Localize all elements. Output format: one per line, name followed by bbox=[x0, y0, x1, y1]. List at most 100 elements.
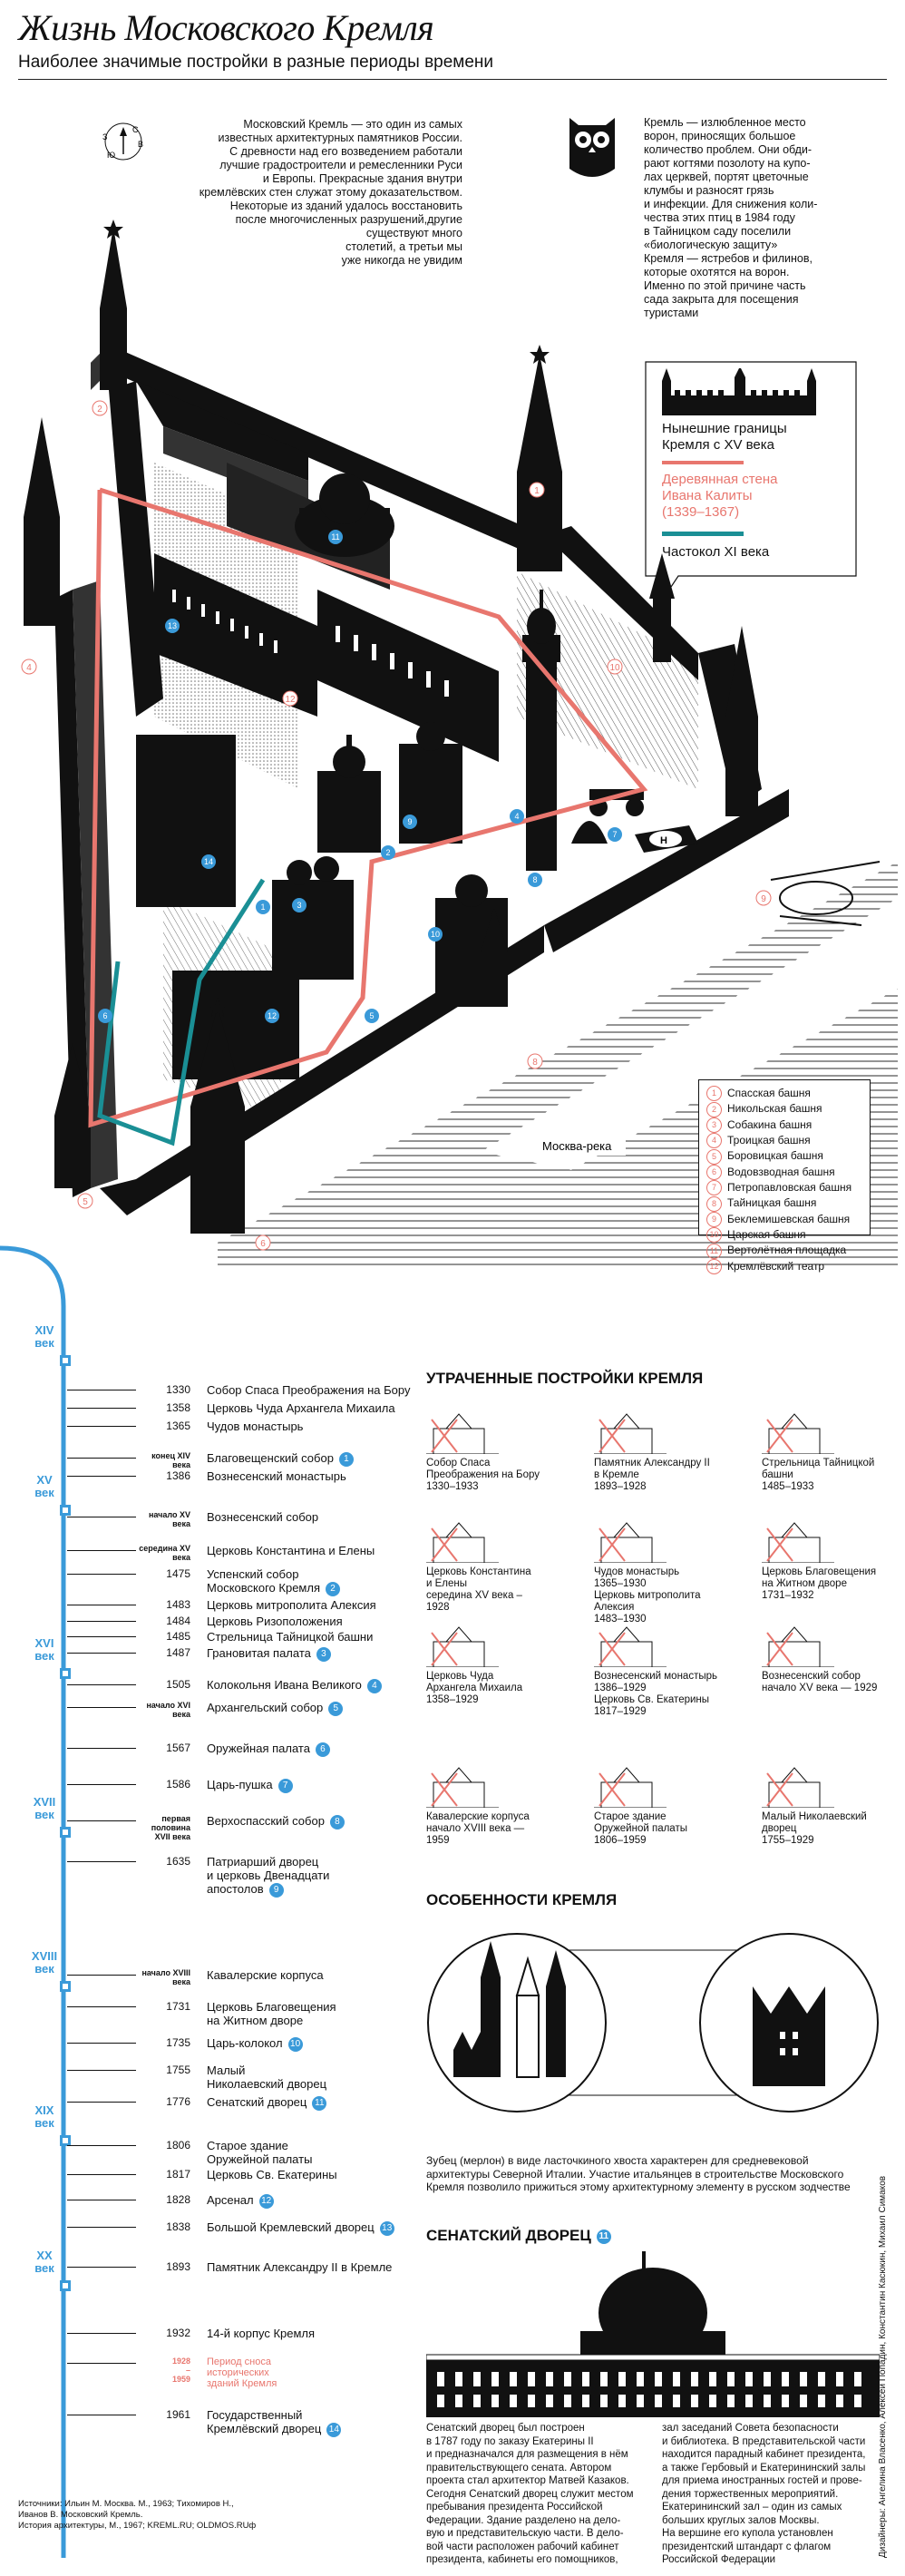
tower-name: Кремлёвский театр bbox=[727, 1259, 825, 1273]
tower-number: 1 bbox=[706, 1086, 722, 1102]
timeline-year: 1475 bbox=[166, 1567, 190, 1580]
century-label: XVI век bbox=[34, 1636, 54, 1663]
tower-list-item: 7 Петропавловская башня bbox=[706, 1180, 862, 1196]
timeline-building: Чудов монастырь bbox=[207, 1420, 304, 1433]
svg-text:7: 7 bbox=[612, 830, 617, 839]
timeline-building: Памятник Александру II в Кремле bbox=[207, 2260, 393, 2274]
timeline-tick bbox=[67, 2006, 136, 2007]
tower-name: Вертолётная площадка bbox=[727, 1244, 847, 1257]
lost-building-icon bbox=[426, 1767, 499, 1808]
timeline-tick bbox=[67, 1426, 136, 1427]
tower-list-item: 1 Спасская башня bbox=[706, 1086, 862, 1102]
legend-palisade-line bbox=[662, 532, 744, 536]
timeline-year: 1893 bbox=[166, 2260, 190, 2273]
timeline-tick bbox=[67, 1707, 136, 1708]
svg-text:14: 14 bbox=[204, 857, 213, 866]
century-label: XVIII век bbox=[31, 1949, 58, 1976]
timeline-entry: Вознесенский монастырь bbox=[207, 1469, 346, 1483]
timeline-year: середина XV века bbox=[139, 1544, 190, 1562]
svg-text:8: 8 bbox=[532, 875, 537, 884]
intro-right-line: ворон, приносящих большое bbox=[644, 130, 796, 142]
timeline-tick bbox=[67, 1784, 136, 1785]
tower-name: Спасская башня bbox=[727, 1087, 811, 1099]
svg-text:10: 10 bbox=[431, 930, 440, 939]
timeline-tick bbox=[67, 2102, 136, 2103]
timeline-entry: Малый Николаевский дворец bbox=[207, 2064, 326, 2091]
svg-text:9: 9 bbox=[761, 894, 766, 904]
timeline-building: Церковь Чуда Архангела Михаила bbox=[207, 1401, 395, 1415]
timeline-building: Церковь Св. Екатерины bbox=[207, 2168, 337, 2181]
timeline-entry: Церковь Ризоположения bbox=[207, 1615, 343, 1628]
lost-building-icon bbox=[762, 1413, 834, 1454]
timeline-badge: 14 bbox=[326, 2422, 342, 2437]
timeline-year: начало XVIII века bbox=[141, 1968, 190, 1986]
tower-name: Собакина башня bbox=[727, 1117, 813, 1131]
legend-current-label: Нынешние границы Кремля с XV века bbox=[662, 421, 787, 453]
page-subtitle: Наиболее значимые постройки в разные пер… bbox=[18, 53, 494, 72]
svg-text:4: 4 bbox=[26, 663, 32, 673]
tower-number: 7 bbox=[706, 1180, 722, 1196]
timeline-badge: 6 bbox=[315, 1742, 330, 1757]
intro-left-line: после многочисленных разрушений,другие bbox=[235, 213, 462, 226]
tower-number: 2 bbox=[706, 1101, 722, 1117]
timeline-badge: 5 bbox=[328, 1701, 344, 1716]
svg-text:2: 2 bbox=[385, 848, 390, 857]
timeline-building: Церковь Благовещения на Житном дворе bbox=[207, 2000, 336, 2027]
timeline-year: 1776 bbox=[166, 2095, 190, 2108]
intro-right-line: туристами bbox=[644, 307, 699, 319]
timeline-building: Благовещенский собор bbox=[207, 1451, 334, 1465]
lost-building-icon bbox=[426, 1413, 499, 1454]
timeline-building: Оружейная палата bbox=[207, 1742, 310, 1755]
tower-number: 5 bbox=[706, 1148, 722, 1165]
tower-name: Беклемишевская башня bbox=[727, 1212, 851, 1225]
svg-text:5: 5 bbox=[369, 1011, 374, 1020]
century-marker bbox=[60, 1355, 71, 1366]
timeline-tick bbox=[67, 2363, 136, 2364]
svg-text:4: 4 bbox=[514, 812, 519, 821]
merlon-illustration bbox=[427, 1933, 879, 2113]
lost-building-icon bbox=[594, 1522, 667, 1563]
svg-text:5: 5 bbox=[83, 1197, 88, 1207]
credits-text: Дизайнеры: Ангелина Власенко, Алексей По… bbox=[878, 2175, 888, 2558]
timeline-year: 1484 bbox=[166, 1615, 190, 1627]
timeline-year: 1358 bbox=[166, 1401, 190, 1414]
lost-building: Малый Николаевский дворец 1755–1929 bbox=[762, 1811, 867, 1846]
timeline-year: 1330 bbox=[166, 1383, 190, 1396]
timeline-building: Верхоспасский собор bbox=[207, 1814, 325, 1828]
timeline-building: Арсенал bbox=[207, 2193, 254, 2207]
lost-building-icon bbox=[762, 1522, 834, 1563]
compass-w: З bbox=[102, 132, 107, 141]
intro-left-line: лучшие градостроители и ремесленники Рус… bbox=[219, 159, 462, 171]
intro-right-line: лах церквей, портят цветочные bbox=[644, 171, 809, 183]
lost-building: Церковь Чуда Архангела Михаила 1358–1929 bbox=[426, 1671, 523, 1705]
senate-title-text: СЕНАТСКИЙ ДВОРЕЦ bbox=[426, 2227, 591, 2244]
timeline-entry: Церковь Св. Екатерины bbox=[207, 2168, 337, 2181]
timeline-badge: 4 bbox=[366, 1678, 382, 1693]
timeline-year: 1567 bbox=[166, 1742, 190, 1754]
timeline-entry: Собор Спаса Преображения на Бору bbox=[207, 1383, 410, 1397]
timeline-year: 1365 bbox=[166, 1420, 190, 1432]
timeline-building: Церковь митрополита Алексия bbox=[207, 1598, 376, 1612]
intro-right-line: сада закрыта для посещения bbox=[644, 293, 799, 306]
timeline-building: Архангельский собор bbox=[207, 1701, 324, 1714]
timeline-tick bbox=[67, 2333, 136, 2334]
intro-left-line: Некоторые из зданий удалось восстановить bbox=[229, 200, 462, 212]
timeline-tick bbox=[67, 1975, 136, 1976]
tower-name: Петропавловская башня bbox=[727, 1180, 852, 1194]
intro-right-line: «биологическую защиту» bbox=[644, 239, 778, 251]
intro-left-line: Московский Кремль — это один из самых bbox=[243, 118, 462, 131]
timeline-badge: 1 bbox=[338, 1451, 354, 1467]
intro-left-line: и Европы. Прекрасные здания внутри bbox=[262, 172, 462, 185]
